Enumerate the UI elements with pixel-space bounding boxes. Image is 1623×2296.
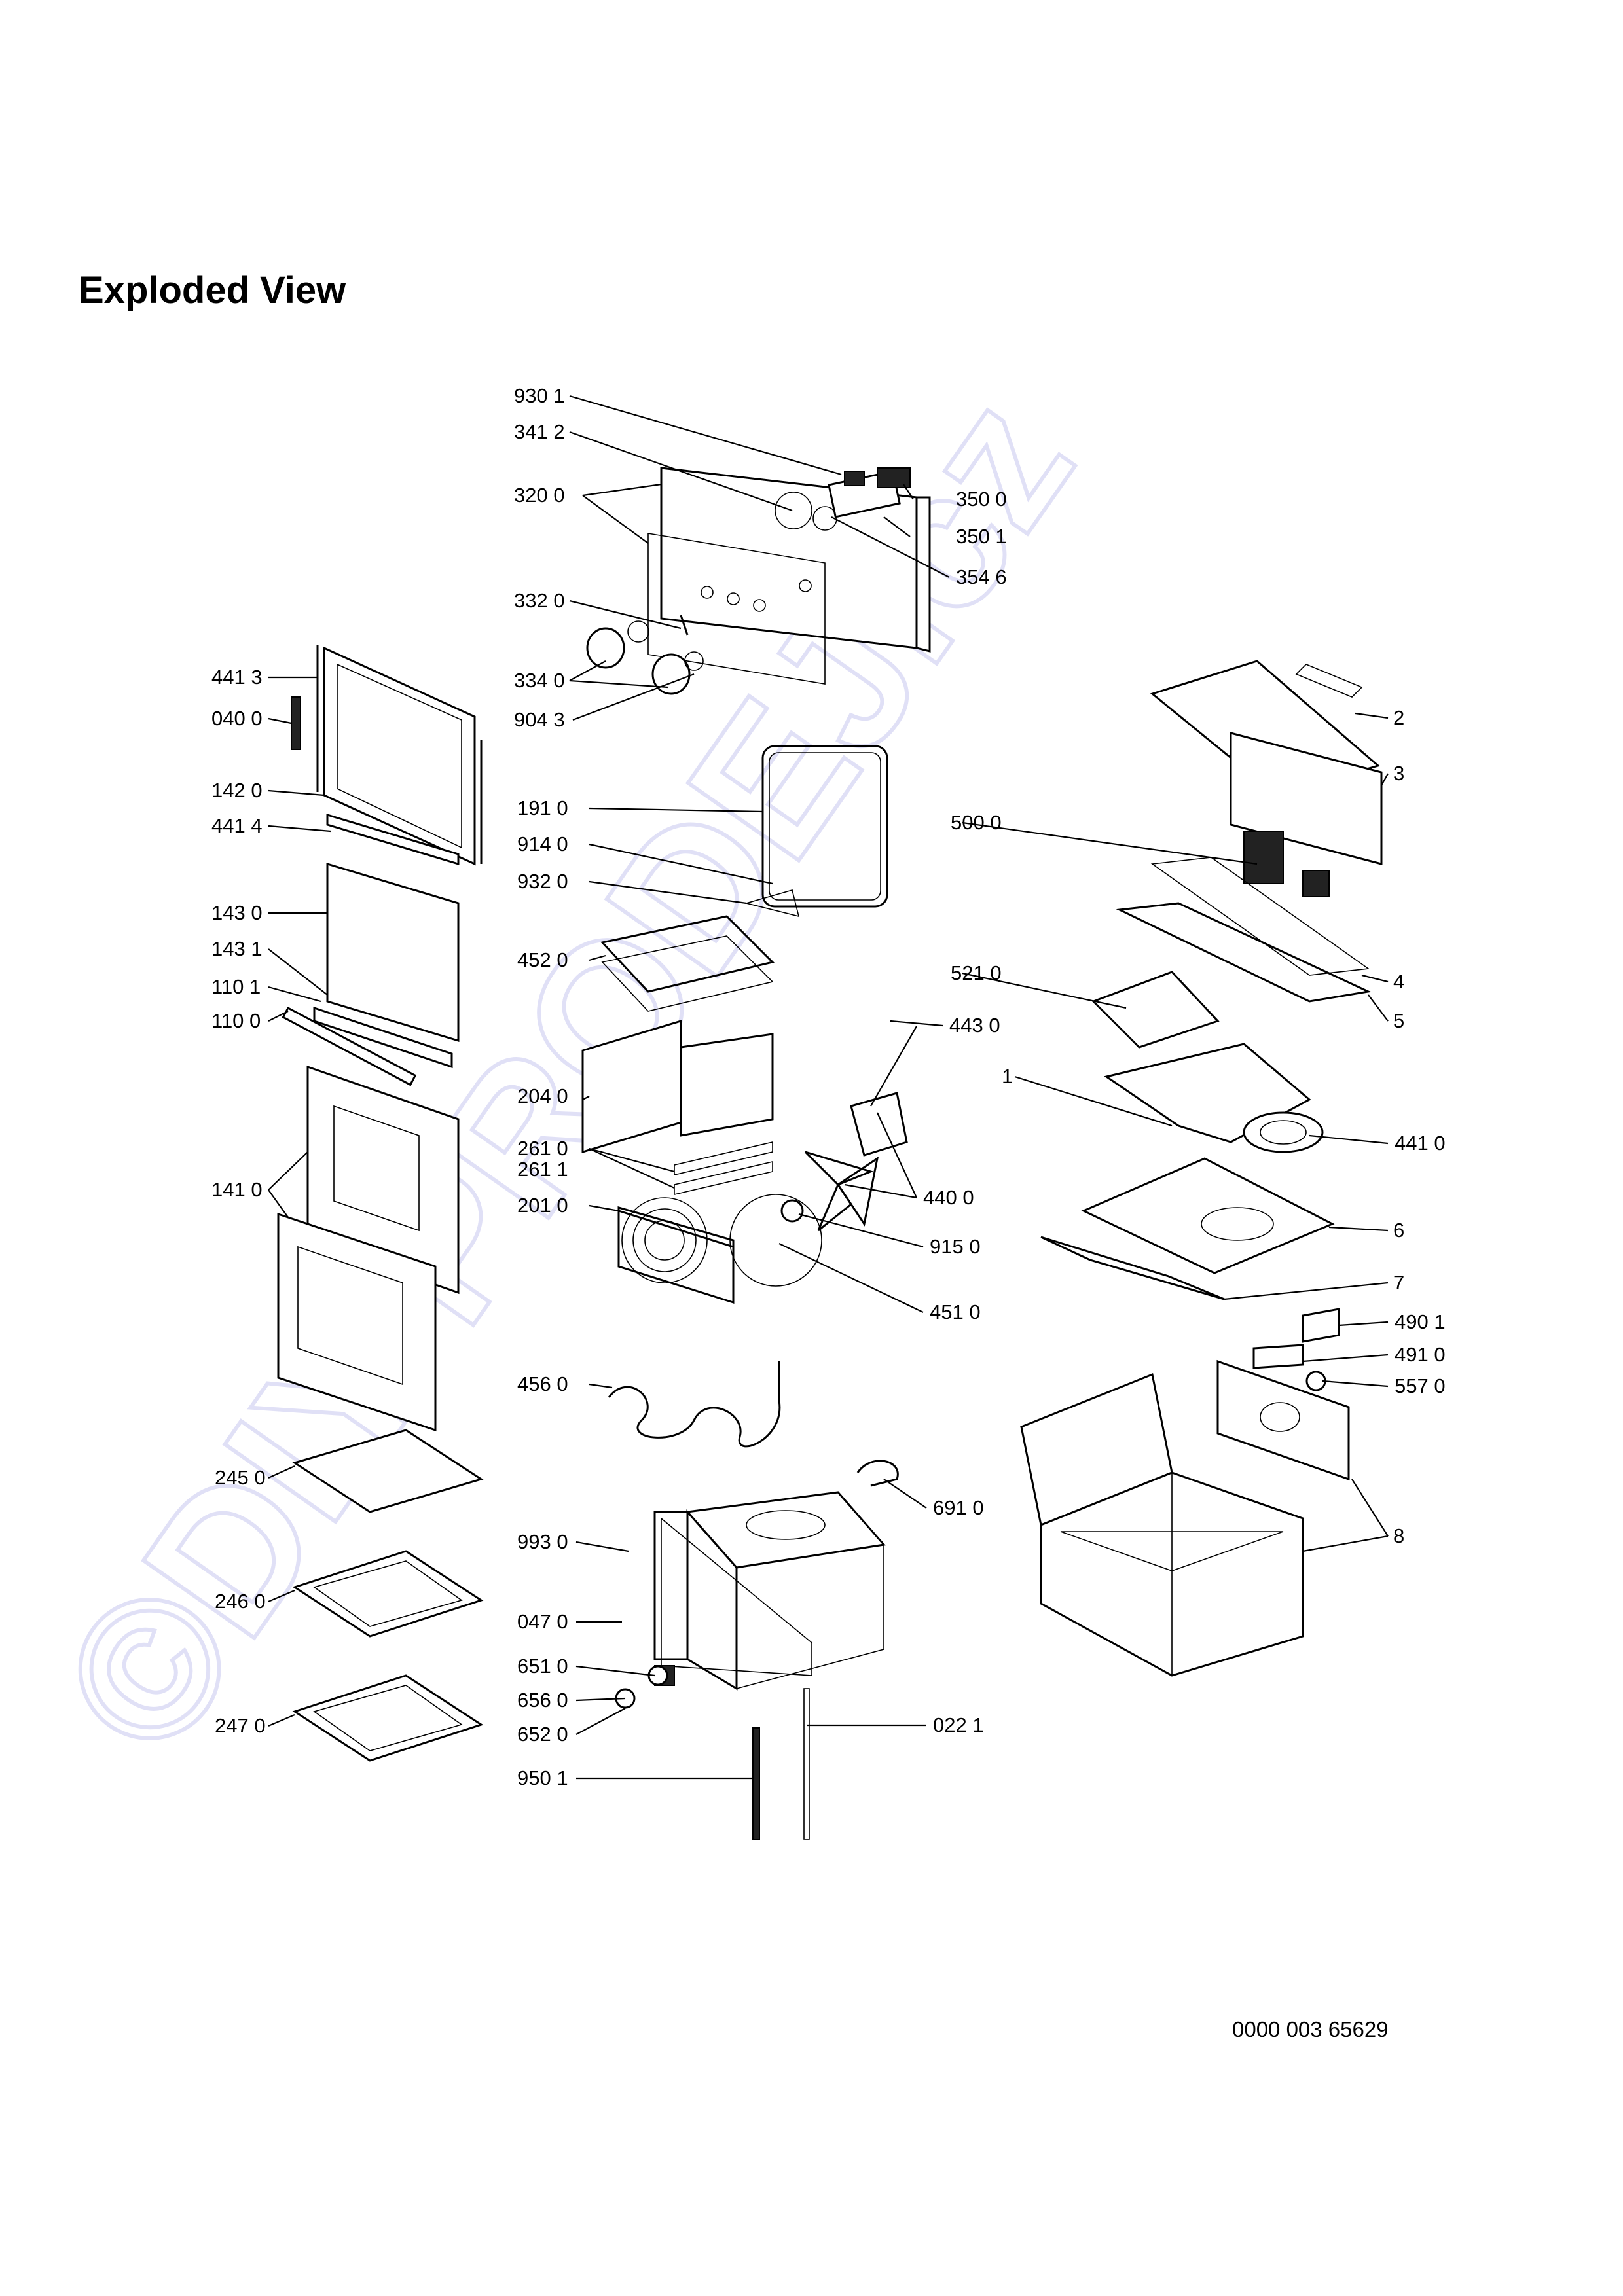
part-label: 110 0: [211, 1009, 261, 1032]
control-panel-part: [647, 467, 931, 685]
part-label: 350 0: [956, 488, 1007, 511]
part-label: 204 0: [517, 1085, 568, 1107]
part-label: 047 0: [517, 1610, 568, 1633]
part-label: 930 1: [514, 384, 565, 407]
fan-cover-part: [617, 1194, 822, 1304]
part-label: 246 0: [215, 1590, 266, 1613]
part-label: 341 2: [514, 420, 565, 443]
part-label: 142 0: [211, 779, 263, 802]
door-seal-part: [761, 745, 888, 908]
part-label: 040 0: [211, 707, 263, 730]
part-label: 143 0: [211, 901, 263, 924]
part-labels: 930 1 341 2 320 0 350 0 350 1 354 6 332 …: [211, 384, 1446, 1789]
part-label: 441 3: [211, 666, 263, 689]
oven-cavity-part: [615, 1491, 886, 1840]
part-label: 456 0: [517, 1372, 568, 1395]
part-label: 950 1: [517, 1767, 568, 1789]
part-label: 332 0: [514, 589, 565, 612]
part-label: 354 6: [956, 565, 1007, 588]
part-label: 3: [1393, 762, 1404, 785]
part-label: 443 0: [949, 1014, 1000, 1037]
fan-motor-part: [780, 1092, 908, 1232]
part-label: 110 1: [211, 975, 261, 998]
part-label: 7: [1393, 1271, 1404, 1294]
leader-lines: [268, 395, 1389, 1780]
part-label: 441 4: [211, 814, 263, 837]
part-label: 932 0: [517, 870, 568, 893]
part-label: 022 1: [933, 1713, 984, 1736]
part-label: 521 0: [951, 961, 1002, 984]
part-label: 491 0: [1395, 1343, 1446, 1366]
part-label: 191 0: [517, 797, 568, 819]
part-label: 5: [1393, 1009, 1404, 1032]
part-label: 656 0: [517, 1689, 568, 1712]
part-label: 8: [1393, 1524, 1404, 1547]
part-label: 451 0: [930, 1300, 981, 1323]
shelves-part: [292, 1429, 484, 1762]
part-label: 245 0: [215, 1466, 266, 1489]
part-label: 350 1: [956, 525, 1007, 548]
part-label: 557 0: [1395, 1374, 1446, 1397]
part-label: 1: [1002, 1065, 1013, 1088]
heating-element-part: [608, 1361, 899, 1487]
part-label: 201 0: [517, 1194, 568, 1217]
part-label: 904 3: [514, 708, 565, 731]
part-label: 915 0: [930, 1235, 981, 1258]
part-label: 2: [1393, 706, 1404, 729]
part-drawings: [277, 467, 1383, 1840]
part-label: 6: [1393, 1219, 1404, 1242]
part-label: 4: [1393, 970, 1404, 993]
part-label: 440 0: [923, 1186, 974, 1209]
part-label: 247 0: [215, 1714, 266, 1737]
door-assembly-part: [277, 645, 483, 1432]
part-label: 691 0: [933, 1496, 984, 1519]
part-label: 652 0: [517, 1723, 568, 1746]
drawing-number: 0000 003 65629: [1232, 2017, 1389, 2041]
part-label: 490 1: [1395, 1310, 1446, 1333]
part-label: 261 0: [517, 1137, 568, 1160]
part-label: 651 0: [517, 1655, 568, 1677]
part-label: 334 0: [514, 669, 565, 692]
part-label: 914 0: [517, 833, 568, 855]
part-label: 993 0: [517, 1530, 568, 1553]
knobs-part: [586, 615, 704, 695]
part-label: 441 0: [1395, 1132, 1446, 1155]
grill-rack-part: [581, 889, 800, 1196]
page-title: Exploded View: [79, 269, 346, 312]
part-label: 143 1: [211, 937, 263, 960]
part-label: 320 0: [514, 484, 565, 507]
part-label: 261 1: [517, 1158, 568, 1181]
part-label: 452 0: [517, 948, 568, 971]
housing-parts: [1020, 660, 1383, 1677]
part-label: 141 0: [211, 1178, 263, 1201]
part-label: 500 0: [951, 811, 1002, 834]
